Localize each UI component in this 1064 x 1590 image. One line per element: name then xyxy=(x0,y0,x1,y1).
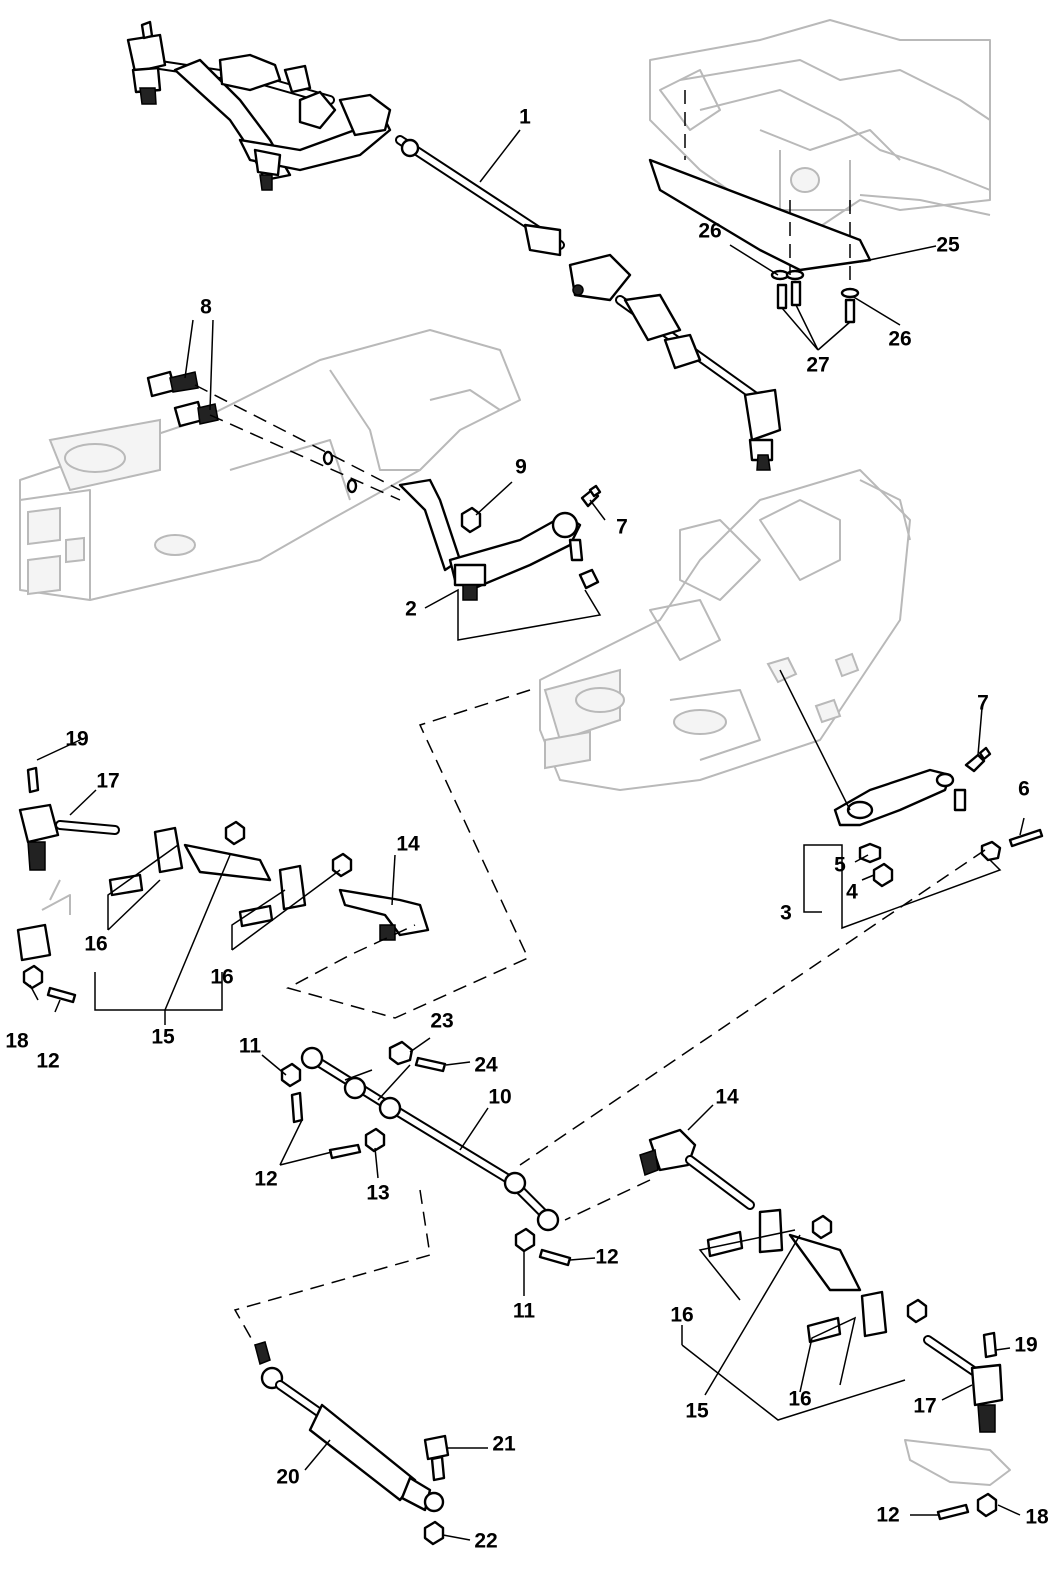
callout-21: 21 xyxy=(492,1433,516,1456)
callout-19-left: 19 xyxy=(65,728,88,751)
callout-23: 23 xyxy=(430,1010,453,1033)
bolts-27 xyxy=(684,90,856,324)
bolts-8 xyxy=(146,370,401,501)
callout-4: 4 xyxy=(846,881,858,904)
callout-11-left: 11 xyxy=(239,1035,262,1058)
callout-12-center: 12 xyxy=(254,1168,277,1191)
center-link-assembly-1 xyxy=(126,20,782,471)
callout-17-right: 17 xyxy=(913,1395,936,1418)
grease-fitting-7-upper xyxy=(580,484,602,508)
callout-11-right: 11 xyxy=(513,1300,536,1323)
callout-15-right: 15 xyxy=(685,1400,709,1423)
knuckle-ghost-left xyxy=(41,879,71,915)
callout-9: 9 xyxy=(515,456,527,479)
callout-5: 5 xyxy=(834,854,846,877)
pitman-arm-assembly-3 xyxy=(779,669,1044,888)
right-tie-rod-assembly xyxy=(639,1128,1004,1521)
leader-lines xyxy=(29,129,1025,1541)
callout-6: 6 xyxy=(1018,778,1030,801)
callout-7-upper: 7 xyxy=(616,516,628,539)
callout-18-left: 18 xyxy=(5,1030,29,1053)
callout-16-left-b: 16 xyxy=(210,966,233,989)
callout-26-left: 26 xyxy=(698,220,721,243)
callout-13: 13 xyxy=(366,1182,389,1205)
callout-19-right: 19 xyxy=(1014,1334,1037,1357)
callout-12-left: 12 xyxy=(36,1050,59,1073)
steering-arm-ghost-lower-right xyxy=(904,1439,1011,1486)
frame-rail-mid-right xyxy=(539,469,911,791)
callout-12-mid-right: 12 xyxy=(595,1246,618,1269)
callout-12-bottom-right: 12 xyxy=(876,1504,899,1527)
callout-15-left: 15 xyxy=(151,1026,175,1049)
frame-crossmember-upper-right xyxy=(649,19,991,241)
idler-arm-assembly-2 xyxy=(398,478,600,601)
callout-14-right: 14 xyxy=(715,1086,739,1109)
callout-25: 25 xyxy=(936,234,960,257)
callout-27: 27 xyxy=(806,354,829,377)
callout-16-right-b: 16 xyxy=(788,1388,811,1411)
callout-16-right-a: 16 xyxy=(670,1304,693,1327)
callout-14-left: 14 xyxy=(396,833,420,856)
skid-plate-25 xyxy=(648,158,872,272)
callout-7-lower: 7 xyxy=(977,692,989,715)
callout-16-left-a: 16 xyxy=(84,933,107,956)
callout-24: 24 xyxy=(474,1054,498,1077)
steering-damper-20 xyxy=(254,1341,450,1546)
callout-22: 22 xyxy=(474,1530,497,1553)
callout-3: 3 xyxy=(780,902,792,925)
center-link-10 xyxy=(280,1040,572,1267)
callout-labels: 1 2 3 4 5 6 7 7 8 9 10 11 11 12 12 12 12… xyxy=(5,106,1049,1553)
callout-20: 20 xyxy=(276,1466,299,1489)
callout-10: 10 xyxy=(488,1086,511,1109)
callout-1: 1 xyxy=(519,106,531,129)
callout-18-right: 18 xyxy=(1025,1506,1049,1529)
nut-9 xyxy=(460,506,482,534)
callout-8: 8 xyxy=(200,296,212,319)
callout-26-right: 26 xyxy=(888,328,911,351)
callout-17-left: 17 xyxy=(96,770,119,793)
callout-2: 2 xyxy=(405,598,417,621)
phantom-lines xyxy=(233,689,986,1346)
frame-rail-mid-left xyxy=(19,329,521,601)
